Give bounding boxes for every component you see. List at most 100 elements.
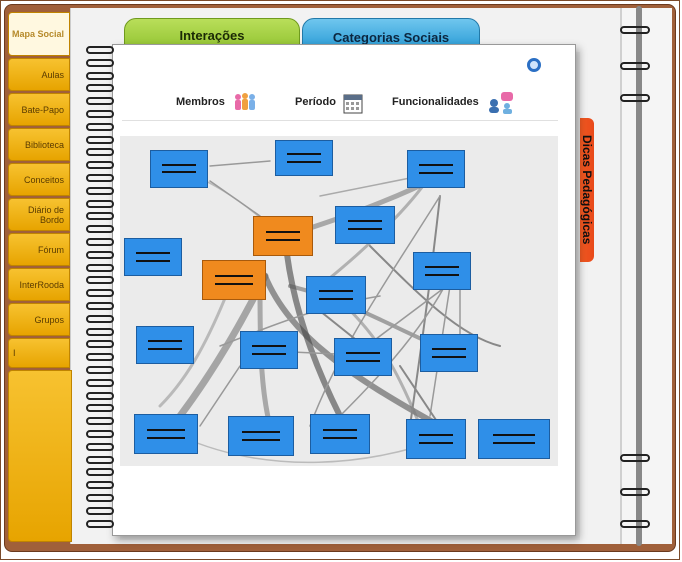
graph-node[interactable]: [407, 150, 465, 188]
dicas-pedagogicas-label: Dicas Pedagógicas: [580, 135, 594, 245]
binder-ring: [620, 26, 650, 34]
spiral-ring: [86, 442, 114, 451]
spiral-ring: [86, 481, 114, 490]
sidebar-item-conceitos[interactable]: Conceitos: [8, 163, 70, 196]
spiral-ring: [86, 174, 114, 182]
notebook-spiral: [86, 46, 116, 536]
spiral-ring: [86, 122, 114, 131]
graph-node[interactable]: [420, 334, 478, 372]
spiral-ring: [86, 289, 114, 298]
spiral-ring: [86, 404, 114, 413]
sidebar-item-aulas[interactable]: Aulas: [8, 58, 70, 91]
sidebar-item-diario-de-bordo[interactable]: Diário de Bordo: [8, 198, 70, 231]
sidebar-item-forum[interactable]: Fórum: [8, 233, 70, 266]
social-graph-canvas[interactable]: [120, 136, 558, 466]
spiral-ring: [86, 366, 114, 374]
graph-node[interactable]: [124, 238, 182, 276]
graph-node[interactable]: [150, 150, 208, 188]
spiral-ring: [86, 186, 114, 195]
spiral-ring: [86, 71, 114, 80]
spiral-ring: [86, 199, 114, 208]
sidebar-item-biblioteca[interactable]: Biblioteca: [8, 128, 70, 161]
graph-node[interactable]: [275, 140, 333, 176]
graph-node[interactable]: [310, 414, 370, 454]
binder-ring: [620, 454, 650, 462]
graph-node[interactable]: [406, 419, 466, 459]
sidebar-item-grupos[interactable]: Grupos: [8, 303, 70, 336]
spiral-ring: [86, 506, 114, 515]
sidebar: Mapa Social Aulas Bate-Papo Biblioteca C…: [8, 12, 70, 370]
periodo-filter[interactable]: Período: [295, 96, 336, 108]
graph-node[interactable]: [228, 416, 294, 456]
sidebar-item-i[interactable]: I: [8, 338, 70, 368]
members-icon[interactable]: [233, 92, 257, 114]
graph-node-highlighted[interactable]: [202, 260, 266, 300]
spiral-ring: [86, 148, 114, 157]
sidebar-item-label: I: [13, 348, 16, 358]
graph-node[interactable]: [413, 252, 471, 290]
sidebar-item-label: Bate-Papo: [21, 104, 64, 115]
spiral-ring: [86, 225, 114, 234]
sidebar-item-label: Mapa Social: [11, 29, 64, 39]
sidebar-item-interrooda[interactable]: InterRooda: [8, 268, 70, 301]
spiral-ring: [86, 135, 114, 144]
graph-node[interactable]: [478, 419, 550, 459]
spiral-ring: [86, 110, 114, 118]
graph-node[interactable]: [136, 326, 194, 364]
funcionalidades-filter[interactable]: Funcionalidades: [392, 96, 479, 108]
binder-ring: [620, 488, 650, 496]
spiral-ring: [86, 327, 114, 336]
spiral-ring: [86, 212, 114, 221]
spiral-ring: [86, 353, 114, 362]
chat-users-icon[interactable]: [487, 90, 515, 114]
filter-toolbar: [122, 90, 558, 121]
graph-node[interactable]: [134, 414, 198, 454]
sidebar-item-label: Fórum: [37, 244, 64, 255]
binder-spine: [636, 6, 642, 546]
spiral-ring: [86, 238, 114, 246]
spiral-ring: [86, 468, 114, 477]
sidebar-item-mapa-social[interactable]: Mapa Social: [8, 12, 70, 56]
spiral-ring: [86, 276, 114, 285]
graph-node[interactable]: [240, 331, 298, 369]
spiral-ring: [86, 378, 114, 387]
graph-node[interactable]: [334, 338, 392, 376]
funcionalidades-label: Funcionalidades: [392, 96, 479, 108]
tab-interacoes-label: Interações: [179, 28, 245, 43]
graph-node-highlighted[interactable]: [253, 216, 313, 256]
spiral-ring: [86, 430, 114, 438]
sidebar-tab-backing: [8, 370, 72, 542]
graph-node[interactable]: [335, 206, 395, 244]
spiral-ring: [86, 519, 114, 528]
binder-ring: [620, 520, 650, 528]
binder-right-page: [620, 8, 672, 544]
binder-ring: [620, 94, 650, 102]
spiral-ring: [86, 161, 114, 170]
spiral-ring: [86, 494, 114, 502]
spiral-ring: [86, 46, 114, 54]
spiral-ring: [86, 97, 114, 106]
sidebar-item-label: Grupos: [34, 314, 64, 325]
spiral-ring: [86, 314, 114, 323]
sidebar-item-label: Biblioteca: [24, 139, 64, 150]
sidebar-item-label: Conceitos: [23, 174, 64, 185]
calendar-icon[interactable]: [343, 92, 363, 114]
spiral-ring: [86, 84, 114, 93]
sidebar-item-label: Diário de Bordo: [27, 204, 64, 225]
graph-node[interactable]: [306, 276, 366, 314]
spiral-ring: [86, 455, 114, 464]
spiral-ring: [86, 391, 114, 400]
spiral-ring: [86, 263, 114, 272]
spiral-ring: [86, 302, 114, 310]
membros-label: Membros: [176, 96, 225, 108]
spiral-ring: [86, 340, 114, 349]
binder-ring: [620, 62, 650, 70]
settings-gear-icon[interactable]: [527, 58, 541, 72]
spiral-ring: [86, 58, 114, 67]
membros-filter[interactable]: Membros: [176, 96, 225, 108]
periodo-label: Período: [295, 96, 336, 108]
spiral-ring: [86, 417, 114, 426]
sidebar-item-bate-papo[interactable]: Bate-Papo: [8, 93, 70, 126]
tab-categorias-sociais-label: Categorias Sociais: [332, 30, 450, 45]
spiral-ring: [86, 250, 114, 259]
